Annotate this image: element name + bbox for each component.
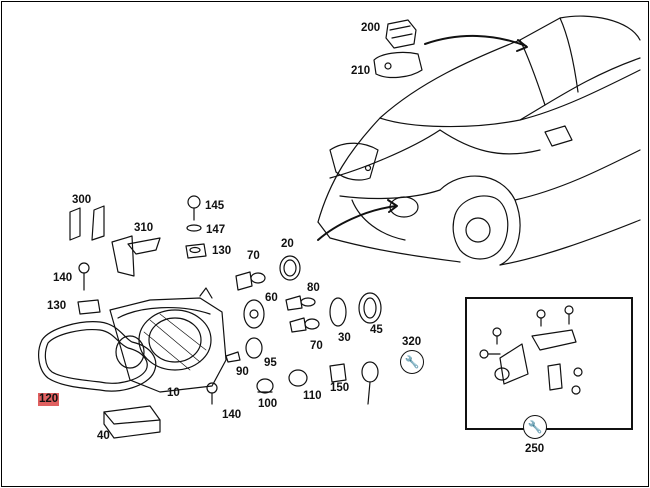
label-250: 250 bbox=[525, 443, 545, 455]
label-140-bottom: 140 bbox=[222, 409, 242, 421]
label-210: 210 bbox=[351, 65, 371, 77]
label-110: 110 bbox=[303, 390, 322, 402]
detail-inset bbox=[465, 297, 633, 430]
label-310: 310 bbox=[134, 222, 154, 234]
label-30: 30 bbox=[338, 332, 351, 344]
label-20: 20 bbox=[281, 238, 294, 250]
label-95: 95 bbox=[264, 357, 277, 369]
label-100: 100 bbox=[258, 398, 278, 410]
module-200-210 bbox=[373, 19, 423, 79]
label-80: 80 bbox=[307, 282, 320, 294]
label-130-left: 130 bbox=[47, 300, 67, 312]
label-320: 320 bbox=[402, 336, 422, 348]
label-200: 200 bbox=[361, 22, 381, 34]
headlamp-icon bbox=[38, 287, 227, 393]
parts-300-310 bbox=[69, 205, 161, 277]
label-70-top: 70 bbox=[247, 250, 260, 262]
label-147: 147 bbox=[206, 224, 226, 236]
label-120: 120 bbox=[38, 393, 60, 406]
label-60: 60 bbox=[265, 292, 278, 304]
label-150: 150 bbox=[330, 382, 350, 394]
label-10: 10 bbox=[167, 387, 180, 399]
bulbs-and-caps bbox=[103, 255, 382, 439]
wrench-icon: 🔧 bbox=[523, 415, 547, 439]
car-icon bbox=[317, 15, 641, 266]
arrow-icon bbox=[317, 34, 528, 241]
label-90: 90 bbox=[236, 366, 249, 378]
fasteners-145-147-130 bbox=[77, 195, 207, 315]
label-130-top: 130 bbox=[212, 245, 232, 257]
label-70-bottom: 70 bbox=[310, 340, 323, 352]
label-40: 40 bbox=[97, 430, 110, 442]
label-300: 300 bbox=[72, 194, 92, 206]
label-140-left: 140 bbox=[53, 272, 73, 284]
label-45: 45 bbox=[370, 324, 383, 336]
label-145: 145 bbox=[205, 200, 225, 212]
inset-parts bbox=[479, 305, 583, 395]
wrench-icon: 🔧 bbox=[400, 350, 424, 374]
